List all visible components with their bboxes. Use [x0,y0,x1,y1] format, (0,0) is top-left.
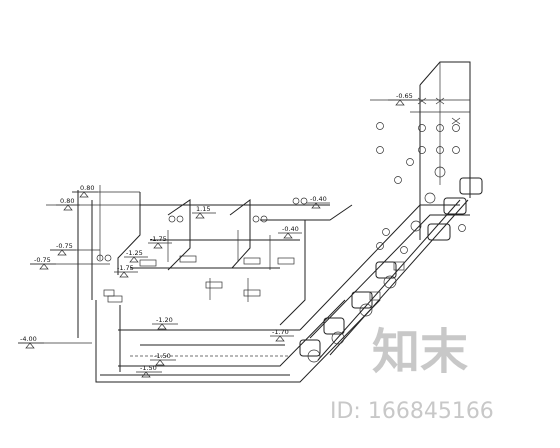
pump-units [299,166,483,363]
level-marker-minus-1-70: -1.70 [270,328,294,342]
level-marker-minus-0-40-b: -0.40 [278,225,302,239]
level-marker-minus-0-75-a: -0.75 [50,242,76,256]
level-label: -0.75 [34,256,51,264]
level-label: 0.80 [80,184,94,192]
level-label: -1.50 [140,364,157,372]
level-label: 0.80 [60,197,74,205]
manifold-valves [376,97,466,254]
watermark-logo: 知末 [372,324,468,380]
level-marker-minus-1-50-b: -1.50 [136,364,162,378]
level-marker-0-80-b: 0.80 [56,197,80,211]
level-marker-minus-1-75-a: -1.75 [148,235,172,249]
level-label: -4.00 [20,335,37,343]
level-marker-minus-1-20: -1.20 [152,316,178,330]
level-markers: 0.80 0.80 -0.65 1.15 -0.40 -0.40 [18,92,418,378]
level-label: -1.20 [156,316,173,324]
level-label: -0.40 [310,195,327,203]
level-marker-minus-1-75-b: -1.75 [114,264,138,278]
level-label: -1.50 [154,352,171,360]
level-label: -1.75 [150,235,167,243]
main-return-loop [95,299,381,383]
level-label: -0.75 [56,242,73,250]
level-marker-minus-0-40-a: -0.40 [306,195,330,209]
level-marker-0-80-a: 0.80 [72,184,98,198]
watermark-id: ID: 166845166 [330,399,494,424]
level-label: -0.40 [282,225,299,233]
level-label: 1.15 [196,205,210,213]
level-label: -0.65 [396,92,413,100]
level-label: -1.70 [272,328,289,336]
level-marker-minus-1-50-a: -1.50 [150,352,176,366]
watermark: 知末 ID: 166845166 [330,324,494,424]
level-marker-minus-4-00: -4.00 [18,335,44,349]
level-marker-1-15: 1.15 [192,205,216,219]
level-marker-minus-0-65: -0.65 [388,92,418,106]
level-label: -1.25 [126,249,143,257]
upper-branch-network [107,192,353,326]
level-marker-minus-0-75-b: -0.75 [30,256,56,270]
level-label: -1.75 [117,264,134,272]
level-marker-minus-1-25: -1.25 [124,249,148,263]
